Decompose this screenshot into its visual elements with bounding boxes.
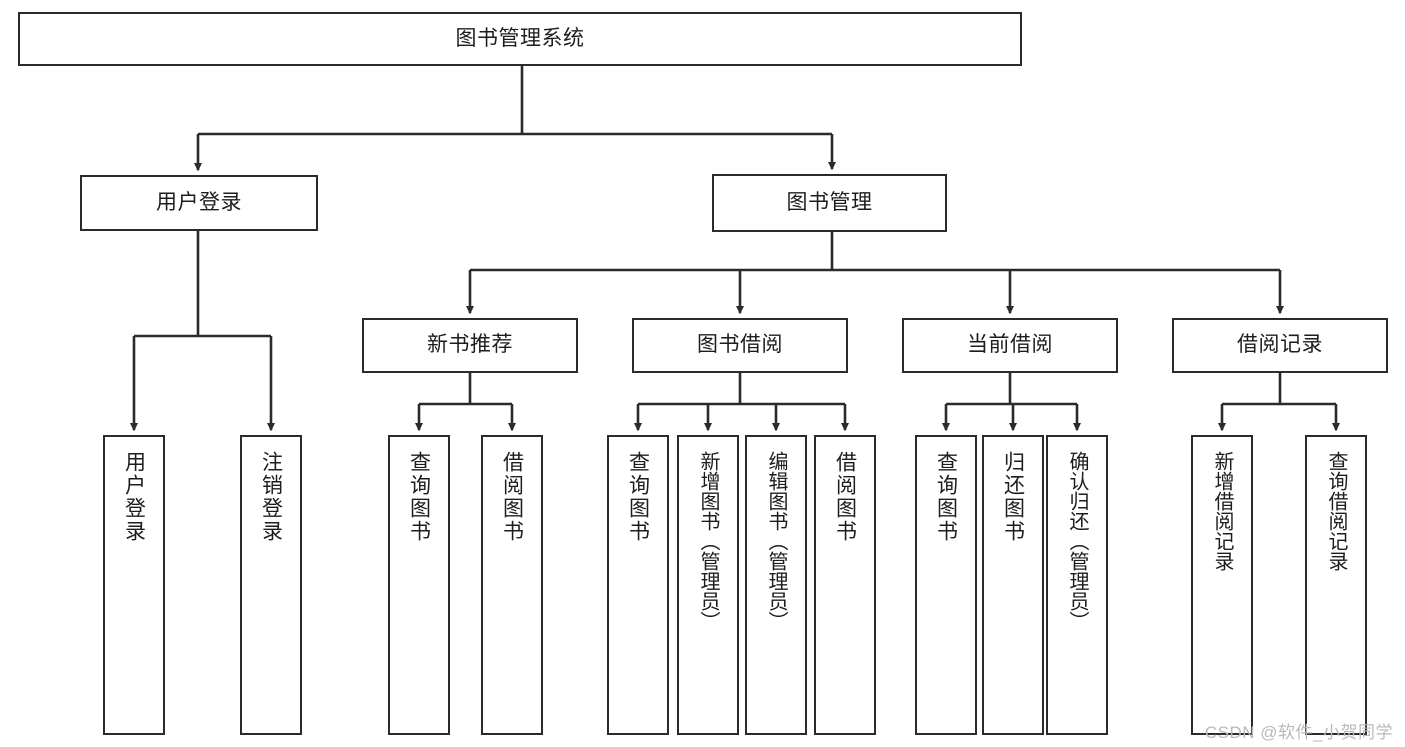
node-new-book-recommend-label: 新书推荐 [427,333,513,357]
node-new-book-recommend[interactable]: 新书推荐 [362,318,578,373]
leaf-query-book-current-label: 查询图书 [934,451,958,543]
node-root-label: 图书管理系统 [455,26,585,50]
leaf-query-book-recommend-label: 查询图书 [407,451,431,543]
node-borrow-record[interactable]: 借阅记录 [1172,318,1388,373]
node-current-borrow-label: 当前借阅 [967,333,1053,357]
node-book-management[interactable]: 图书管理 [712,174,947,232]
leaf-edit-book-admin-label: 编辑图书（管理员） [765,451,787,631]
leaf-user-login[interactable]: 用户登录 [103,435,165,735]
leaf-add-book-admin-label: 新增图书（管理员） [697,451,719,631]
leaf-query-book-current[interactable]: 查询图书 [915,435,977,735]
leaf-query-borrow-record[interactable]: 查询借阅记录 [1305,435,1367,735]
node-root[interactable]: 图书管理系统 [18,12,1022,66]
node-book-borrow-label: 图书借阅 [697,333,783,357]
node-book-borrow[interactable]: 图书借阅 [632,318,848,373]
leaf-logout-label: 注销登录 [259,451,283,543]
leaf-add-book-admin[interactable]: 新增图书（管理员） [677,435,739,735]
leaf-add-borrow-record-label: 新增借阅记录 [1211,451,1233,571]
leaf-return-book-label: 归还图书 [1001,451,1025,543]
leaf-confirm-return-admin[interactable]: 确认归还（管理员） [1046,435,1108,735]
leaf-query-book-recommend[interactable]: 查询图书 [388,435,450,735]
leaf-edit-book-admin[interactable]: 编辑图书（管理员） [745,435,807,735]
csdn-watermark: CSDN @软件_小贺同学 [1204,723,1393,742]
leaf-query-book-borrow[interactable]: 查询图书 [607,435,669,735]
leaf-borrow-book-recommend[interactable]: 借阅图书 [481,435,543,735]
node-user-login[interactable]: 用户登录 [80,175,318,231]
leaf-return-book[interactable]: 归还图书 [982,435,1044,735]
leaf-user-login-label: 用户登录 [122,451,146,543]
leaf-borrow-book-recommend-label: 借阅图书 [500,451,524,543]
node-book-management-label: 图书管理 [786,190,873,214]
node-user-login-label: 用户登录 [156,190,242,214]
leaf-add-borrow-record[interactable]: 新增借阅记录 [1191,435,1253,735]
node-current-borrow[interactable]: 当前借阅 [902,318,1118,373]
leaf-query-borrow-record-label: 查询借阅记录 [1325,451,1347,571]
node-borrow-record-label: 借阅记录 [1237,333,1323,357]
leaf-query-book-borrow-label: 查询图书 [626,451,650,543]
leaf-borrow-book-label: 借阅图书 [833,451,857,543]
leaf-logout[interactable]: 注销登录 [240,435,302,735]
leaf-confirm-return-admin-label: 确认归还（管理员） [1066,451,1088,631]
leaf-borrow-book[interactable]: 借阅图书 [814,435,876,735]
